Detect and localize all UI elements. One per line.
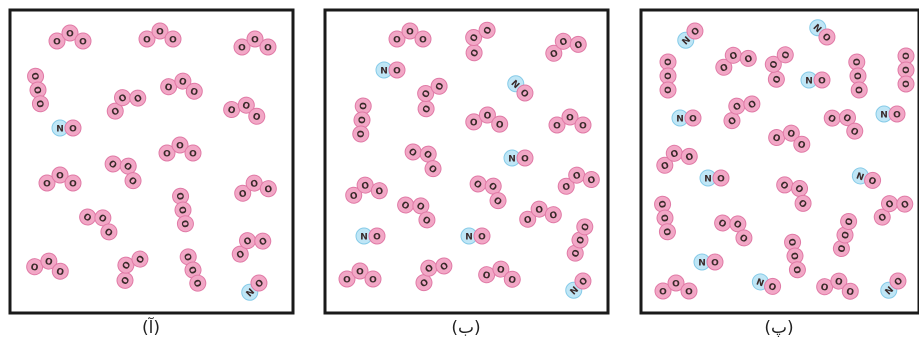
oxygen-atom-label: O xyxy=(685,288,693,298)
oxygen-atom-label: O xyxy=(818,77,826,87)
oxygen-atom-label: O xyxy=(850,58,861,67)
oxygen-atom-label: O xyxy=(662,86,672,94)
oxygen-atom-label: O xyxy=(373,233,381,243)
oxygen-atom-label: O xyxy=(579,122,587,132)
oxygen-atom-label: O xyxy=(852,86,863,95)
ozone-molecule: OOO xyxy=(898,48,914,92)
oxygen-atom-label: O xyxy=(43,180,51,190)
oxygen-atom-label: O xyxy=(662,72,672,80)
oxygen-atom-label: O xyxy=(711,259,719,269)
ozone-molecule: OOO xyxy=(352,97,372,142)
oxygen-atom-label: O xyxy=(900,66,910,74)
nitrogen-atom-label: N xyxy=(508,155,516,165)
oxygen-atom-label: O xyxy=(393,67,401,77)
oxygen-atom-label: O xyxy=(893,111,901,121)
oxygen-atom-label: O xyxy=(419,36,427,46)
oxygen-atom-label: O xyxy=(495,120,504,131)
oxygen-atom-label: O xyxy=(163,150,171,160)
oxygen-atom-label: O xyxy=(56,172,64,182)
oxygen-atom-label: O xyxy=(521,155,529,165)
oxygen-atom-label: O xyxy=(238,44,246,54)
caption-panel-a: (آ) xyxy=(111,318,191,338)
nitrogen-atom-label: N xyxy=(380,67,388,77)
oxygen-atom-label: O xyxy=(553,122,561,132)
oxygen-atom-label: O xyxy=(356,268,364,278)
caption-panel-c: (پ) xyxy=(739,318,819,338)
oxygen-atom-label: O xyxy=(53,38,61,48)
oxygen-atom-label: O xyxy=(79,38,87,48)
oxygen-atom-label: O xyxy=(689,115,697,125)
caption-panel-b: (ب) xyxy=(426,318,506,338)
oxygen-atom-label: O xyxy=(354,130,365,139)
nitrogen-atom-label: N xyxy=(56,125,64,135)
nitrogen-atom-label: N xyxy=(465,233,473,243)
oxygen-atom-label: O xyxy=(66,30,74,40)
nitrogen-atom-label: N xyxy=(698,259,706,269)
oxygen-atom-label: O xyxy=(717,175,725,185)
oxygen-atom-label: O xyxy=(900,80,910,88)
nitrogen-atom-label: N xyxy=(880,111,888,121)
oxygen-atom-label: O xyxy=(156,28,164,38)
oxygen-atom-label: O xyxy=(851,72,862,81)
oxygen-atom-label: O xyxy=(355,116,366,125)
nitrogen-atom-label: N xyxy=(704,175,712,185)
oxygen-atom-label: O xyxy=(69,125,77,135)
oxygen-atom-label: O xyxy=(169,36,177,46)
oxygen-atom-label: O xyxy=(189,150,197,160)
nitrogen-atom-label: N xyxy=(676,115,684,125)
oxygen-atom-label: O xyxy=(900,52,910,60)
oxygen-atom-label: O xyxy=(672,280,680,290)
oxygen-atom-label: O xyxy=(69,180,77,190)
oxygen-atom-label: O xyxy=(469,118,478,129)
oxygen-atom-label: O xyxy=(143,36,151,46)
oxygen-atom-label: O xyxy=(483,111,492,122)
oxygen-atom-label: O xyxy=(356,102,367,111)
oxygen-atom-label: O xyxy=(343,276,351,286)
oxygen-atom-label: O xyxy=(659,288,667,298)
oxygen-atom-label: O xyxy=(176,142,184,152)
nitrogen-atom-label: N xyxy=(805,77,813,87)
oxygen-atom-label: O xyxy=(393,36,401,46)
oxygen-atom-label: O xyxy=(264,44,272,54)
oxygen-atom-label: O xyxy=(251,36,259,46)
oxygen-atom-label: O xyxy=(369,276,377,286)
ozone-molecule: OOO xyxy=(848,53,868,98)
oxygen-atom-label: O xyxy=(662,58,672,66)
oxygen-atom-label: O xyxy=(566,114,574,124)
nitrogen-atom-label: N xyxy=(360,233,368,243)
oxygen-atom-label: O xyxy=(478,233,486,243)
oxygen-atom-label: O xyxy=(406,28,414,38)
ozone-molecule: OOO xyxy=(660,54,676,98)
